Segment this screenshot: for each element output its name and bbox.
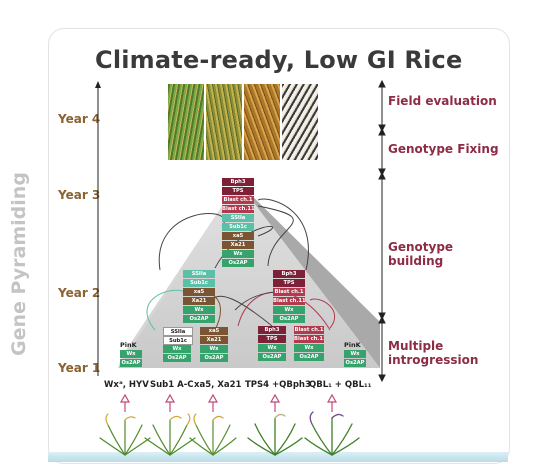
mid-left-gene-ssiia: SSIIa [183, 270, 215, 278]
rice-plant-1 [99, 413, 151, 456]
base-2-gene-ssiia: SSIIa [163, 327, 193, 336]
apex-gene-wx: Wx [222, 250, 254, 258]
base-2-gene-wx: Wx [163, 345, 191, 353]
mid-right-gene-tps: TPS [273, 279, 305, 287]
variety-sub1: Sub1 A-C [150, 380, 194, 390]
rice-field-photo [168, 84, 204, 160]
rice-plant-2 [144, 413, 196, 456]
phase-multiple-introgression: Multiple introgression [388, 339, 479, 367]
variety-tps4-qbph3: TPS4 +QBph3 [245, 380, 311, 390]
year-1-label: Year 1 [58, 361, 101, 375]
mid-right-gene-os2ap: Os2AP [273, 315, 305, 323]
rice-plants [99, 411, 360, 456]
variety-arrows [119, 393, 338, 412]
mid-left-gene-sub1c: Sub1c [183, 279, 215, 287]
mid-right-gene-bph3: Bph3 [273, 270, 305, 278]
apex-gene-blast-ch11: Blast ch.11 [222, 205, 254, 213]
year-2-label: Year 2 [58, 286, 101, 300]
base-3-gene-xa21: Xa21 [200, 336, 228, 344]
mid-left-gene-xa5: xa5 [183, 288, 215, 296]
base-3-gene-os2ap: Os2AP [200, 354, 228, 362]
mid-left-gene-os2ap: Os2AP [183, 315, 215, 323]
polished-rice-photo [282, 84, 318, 160]
water-strip [48, 452, 508, 462]
base-4-gene-bph3: Bph3 [258, 326, 286, 334]
pyramid-left-face [118, 182, 238, 368]
variety-xa5-xa21: xa5, Xa21 [194, 380, 242, 390]
mid-right-gene-blast-ch1: Blast ch.1 [273, 288, 305, 296]
base-5-gene-blast-ch1: Blast ch.1 [294, 326, 324, 334]
rice-plant-3 [189, 413, 237, 456]
year-4-label: Year 4 [58, 112, 101, 126]
base-1-pink-label: PinK [120, 341, 137, 349]
year-3-label: Year 3 [58, 188, 101, 202]
apex-gene-sub1c: Sub1c [222, 223, 254, 231]
base-3-gene-wx: Wx [200, 345, 228, 353]
apex-gene-ssiia: SSIIa [222, 214, 254, 222]
base-5-gene-os2ap: Os2AP [294, 353, 324, 361]
variety-wx-hyv: Wxᵃ, HYV [104, 380, 149, 390]
base-4-gene-tps: TPS [258, 335, 286, 343]
phase-genotype-building: Genotype building [388, 240, 454, 268]
phase-brackets [378, 79, 386, 383]
pyramid-right-face [238, 182, 380, 368]
apex-gene-tps: TPS [222, 187, 254, 195]
apex-gene-os2ap: Os2AP [222, 259, 254, 267]
apex-gene-bph3: Bph3 [222, 178, 254, 186]
base-1-gene-os2ap: Os2AP [120, 359, 142, 367]
base-5-gene-blast-ch11: Blast ch.11 [294, 335, 324, 343]
mid-right-gene-blast-ch11: Blast ch.11 [273, 297, 305, 305]
base-6-gene-wx: Wx [344, 350, 366, 358]
base-4-gene-os2ap: Os2AP [258, 353, 286, 361]
diagram-title: Climate-ready, Low GI Rice [95, 46, 463, 74]
base-1-gene-wx: Wx [120, 350, 142, 358]
phase-genotype-fixing: Genotype Fixing [388, 142, 499, 156]
base-6-pink-label: PinK [344, 341, 361, 349]
rice-panicle-photo [206, 84, 242, 160]
base-2-gene-sub1c: Sub1c [163, 336, 193, 345]
apex-gene-xa21: Xa21 [222, 241, 254, 249]
base-4-gene-wx: Wx [258, 344, 286, 352]
base-3-gene-xa5: xa5 [200, 327, 228, 335]
base-2-gene-os2ap: Os2AP [163, 354, 191, 362]
phase-field-evaluation: Field evaluation [388, 94, 497, 108]
timeline-arrow-head [95, 81, 101, 88]
paddy-grain-photo [244, 84, 280, 160]
apex-gene-xa5: xa5 [222, 232, 254, 240]
base-5-gene-wx: Wx [294, 344, 324, 352]
rice-plant-5 [304, 411, 360, 456]
mid-left-gene-wx: Wx [183, 306, 215, 314]
rice-plant-4 [247, 413, 303, 456]
apex-gene-blast-ch1: Blast ch.1 [222, 196, 254, 204]
mid-right-gene-wx: Wx [273, 306, 305, 314]
mid-left-gene-xa21: Xa21 [183, 297, 215, 305]
base-6-gene-os2ap: Os2AP [344, 359, 366, 367]
variety-qbl: QBL₁ + QBL₁₁ [309, 380, 372, 390]
rice-photo-strip [168, 84, 318, 160]
